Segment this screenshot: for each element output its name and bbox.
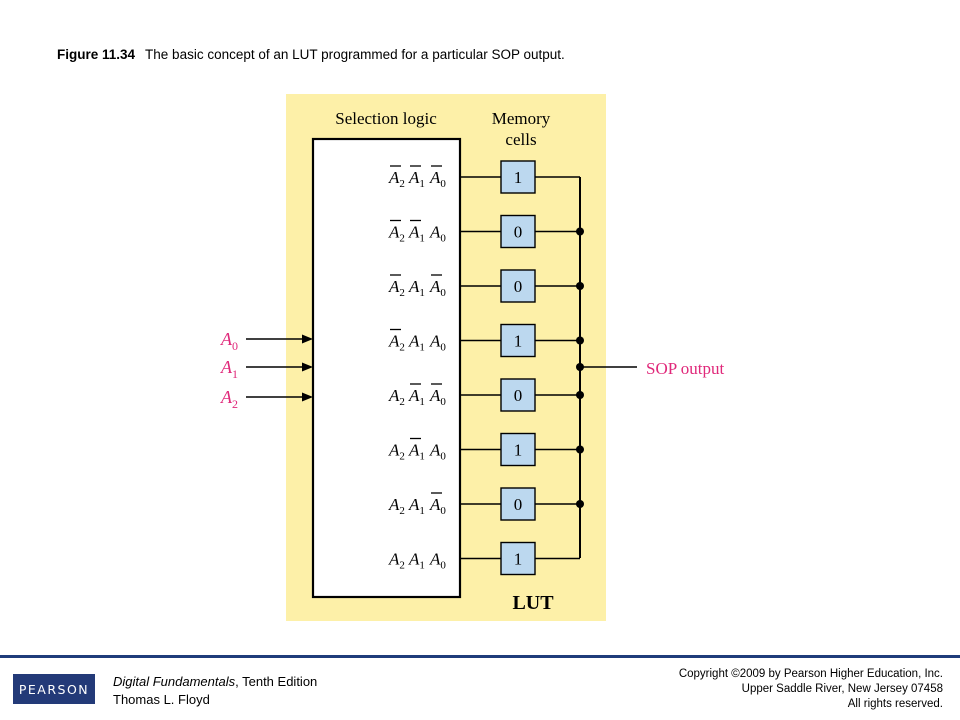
memory-cell	[500, 378, 536, 412]
memory-cell	[500, 323, 536, 358]
input-label: A0	[220, 329, 238, 353]
memory-cell-value: 1	[514, 332, 523, 351]
selection-logic-label: Selection logic	[335, 109, 437, 128]
memory-cell-value: 0	[514, 223, 523, 242]
footer-divider	[0, 655, 960, 658]
memory-cell	[500, 432, 536, 467]
input-signal: A1	[220, 357, 313, 381]
book-info: Digital Fundamentals, Tenth Edition Thom…	[113, 673, 317, 709]
memory-cell-value: 1	[514, 441, 523, 460]
arrow-icon	[302, 392, 313, 402]
memory-cell	[500, 214, 536, 249]
book-author: Thomas L. Floyd	[113, 692, 210, 707]
input-label: A1	[220, 357, 238, 381]
memory-cell	[500, 269, 536, 303]
input-signal: A2	[220, 387, 313, 411]
arrow-icon	[302, 362, 313, 372]
input-signal: A0	[220, 329, 313, 353]
input-label: A2	[220, 387, 238, 411]
copyright-line-2: Upper Saddle River, New Jersey 07458	[741, 683, 943, 695]
figure-caption: Figure 11.34 The basic concept of an LUT …	[57, 47, 565, 62]
memory-cell-value: 0	[514, 386, 523, 405]
memory-cell-value: 0	[514, 495, 523, 514]
figure-number: Figure 11.34	[57, 47, 136, 62]
copyright-line-3: All rights reserved.	[847, 698, 943, 710]
copyright-notice: Copyright ©2009 by Pearson Higher Educat…	[679, 667, 943, 712]
memory-cell	[500, 487, 536, 521]
memory-cell-value: 1	[514, 550, 523, 569]
memory-cell-value: 0	[514, 277, 523, 296]
book-edition: , Tenth Edition	[235, 674, 318, 689]
figure-caption-text: The basic concept of an LUT programmed f…	[145, 47, 565, 62]
book-title: Digital Fundamentals	[113, 674, 236, 689]
memory-cells-label-line2: cells	[505, 130, 536, 149]
selection-logic-box	[311, 137, 462, 599]
copyright-line-1: Copyright ©2009 by Pearson Higher Educat…	[678, 668, 943, 680]
memory-cell	[500, 541, 536, 576]
memory-cell-value: 1	[514, 168, 523, 187]
pearson-logo: PEARSON	[13, 674, 95, 704]
memory-cells-label-line1: Memory	[492, 109, 551, 128]
sop-output-label: SOP output	[646, 359, 725, 378]
lut-label: LUT	[512, 592, 554, 614]
memory-cell	[500, 160, 536, 194]
arrow-icon	[302, 334, 313, 344]
